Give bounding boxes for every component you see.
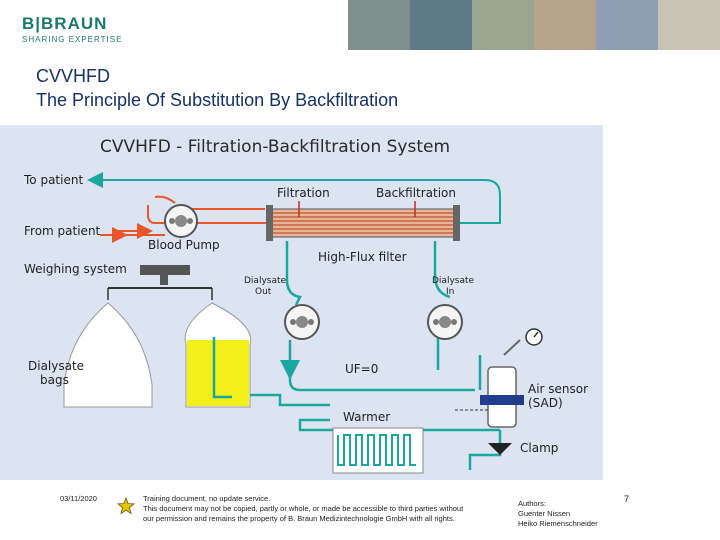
- header-photo: [534, 0, 596, 50]
- air-sensor: [480, 328, 543, 428]
- page-number: 7: [624, 494, 630, 504]
- weighing-system-label: Weighing system: [24, 262, 127, 276]
- header-photo: [348, 0, 410, 50]
- footer-date: 03/11/2020: [60, 494, 97, 503]
- footer-notice-line1: Training document, no update service.: [143, 494, 271, 503]
- cvvhfd-diagram: CVVHFD - Filtration-Backfiltration Syste…: [0, 125, 603, 480]
- diagram-title: CVVHFD - Filtration-Backfiltration Syste…: [100, 137, 450, 157]
- braun-logo: B|BRAUN SHARING EXPERTISE: [22, 14, 122, 44]
- dialysate-in-label-1: Dialysate: [432, 276, 475, 286]
- weighing-scale: [107, 265, 213, 300]
- footer-notice-line2: This document may not be copied, partly …: [143, 504, 464, 513]
- blood-circuit: [87, 172, 501, 243]
- dialysate-out-pump: [284, 304, 320, 340]
- blood-pump-label: Blood Pump: [148, 238, 220, 252]
- clamp: [488, 443, 512, 455]
- air-sensor-label-2: (SAD): [528, 396, 563, 410]
- star-icon: [117, 497, 135, 515]
- footer-author-1: Guenter Nissen: [518, 509, 571, 518]
- footer-authors: Authors: Guenter Nissen Heiko Riemenschn…: [518, 499, 598, 529]
- warmer: [332, 427, 424, 474]
- from-patient-label: From patient: [24, 224, 101, 238]
- header-photo-strip: [348, 0, 720, 50]
- to-patient-label: To patient: [23, 173, 83, 187]
- footer-authors-label: Authors:: [518, 499, 546, 508]
- footer-notice-line3: our permission and remains the property …: [143, 514, 455, 523]
- header-photo: [472, 0, 534, 50]
- clamp-label: Clamp: [520, 441, 558, 455]
- uf-label: UF=0: [345, 362, 378, 376]
- footer-notice: Training document, no update service. Th…: [143, 494, 488, 524]
- dialysate-bag-left: [63, 302, 153, 408]
- header-photo: [596, 0, 658, 50]
- logo-tagline: SHARING EXPERTISE: [22, 35, 123, 44]
- diagram-canvas: CVVHFD - Filtration-Backfiltration Syste…: [23, 137, 588, 474]
- slide-title-line2: The Principle Of Substitution By Backfil…: [36, 90, 399, 110]
- air-sensor-label-1: Air sensor: [528, 382, 588, 396]
- filtration-label: Filtration: [277, 186, 330, 200]
- header-photo: [410, 0, 472, 50]
- dialysate-bag-right: [184, 302, 252, 408]
- high-flux-filter: [266, 201, 460, 241]
- blood-pump: [164, 204, 198, 238]
- slide-title: CVVHFD The Principle Of Substitution By …: [36, 64, 398, 112]
- slide-title-line1: CVVHFD: [36, 66, 111, 86]
- dialysate-in-pump: [427, 304, 463, 340]
- dialysate-bags-label-2: bags: [40, 373, 69, 387]
- dialysate-in-label-2: In: [446, 287, 454, 297]
- high-flux-filter-label: High-Flux filter: [318, 250, 407, 264]
- dialysate-out-label-1: Dialysate: [244, 276, 287, 286]
- header-photo: [658, 0, 720, 50]
- backfiltration-label: Backfiltration: [376, 186, 456, 200]
- logo-wordmark: B|BRAUN: [22, 14, 108, 33]
- dialysate-out-label-2: Out: [255, 287, 272, 297]
- dialysate-bags-label-1: Dialysate: [28, 359, 84, 373]
- footer-author-2: Heiko Riemenschneider: [518, 519, 598, 528]
- warmer-label: Warmer: [343, 410, 390, 424]
